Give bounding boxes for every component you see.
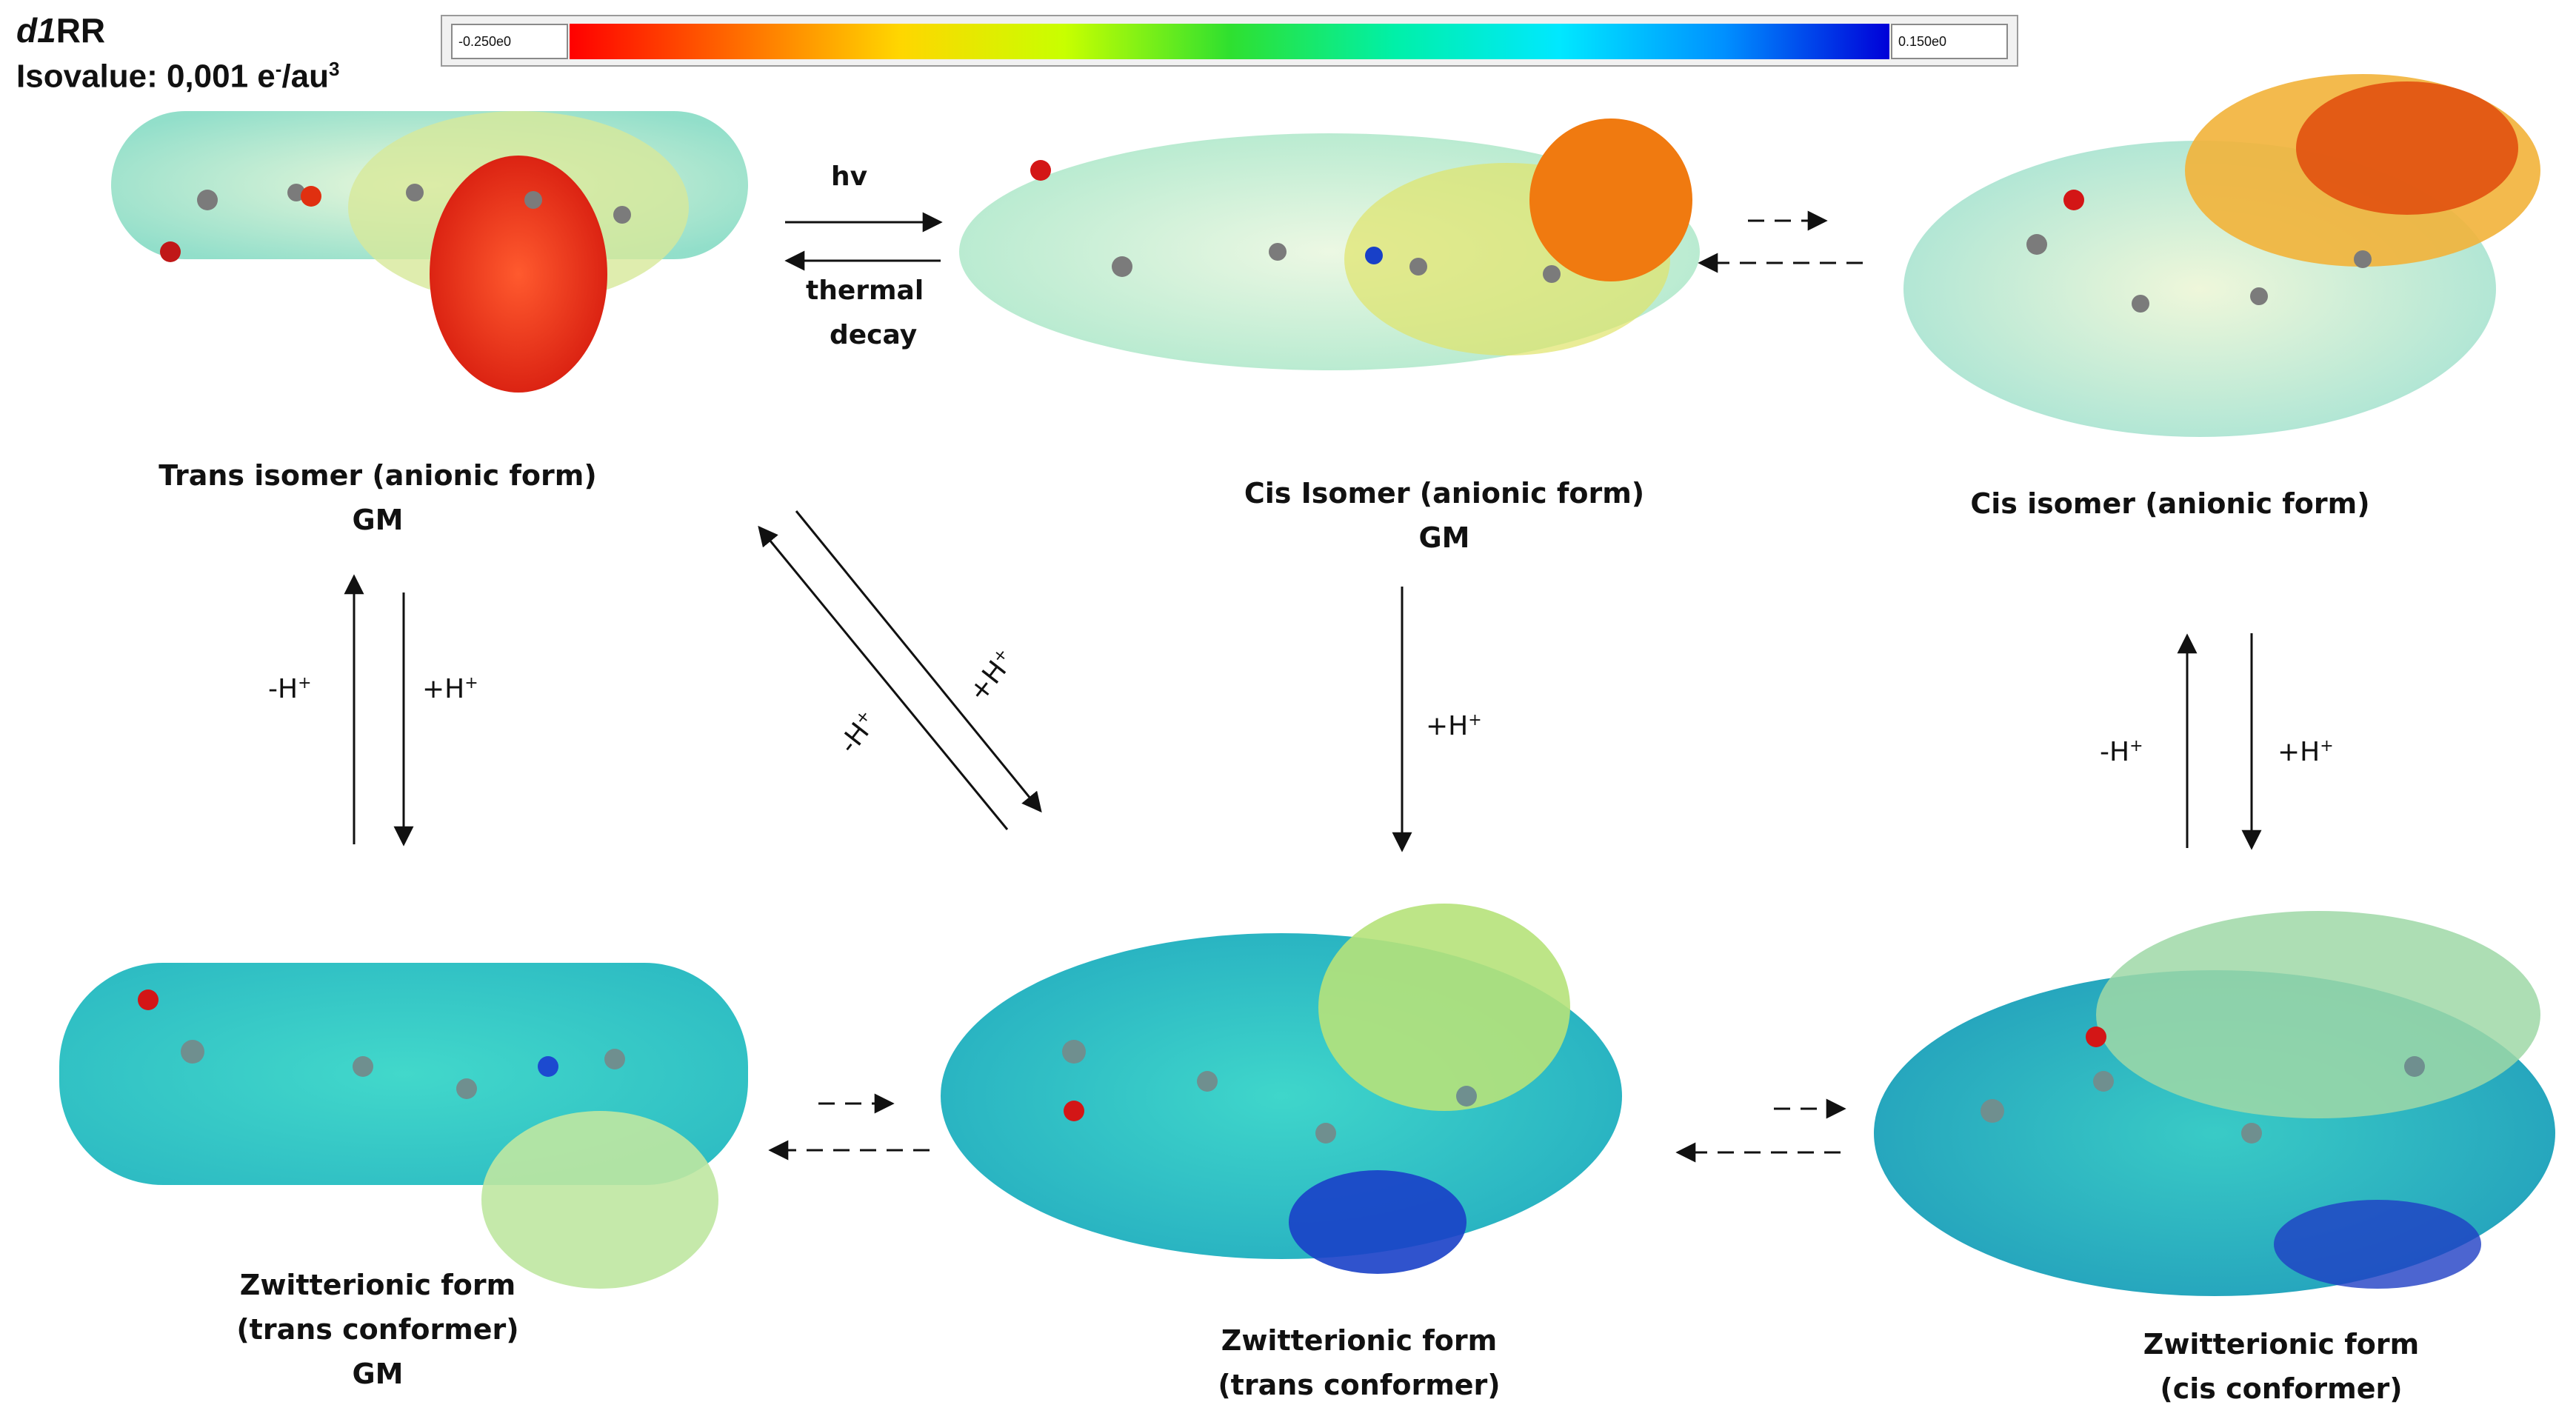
hv-label: hv — [831, 161, 868, 192]
caption-line: (trans conformer) — [1218, 1369, 1501, 1401]
charge-sup: + — [464, 674, 478, 692]
caption-line: Zwitterionic form — [239, 1269, 516, 1301]
plus-h-right-label: +H+ — [2278, 737, 2334, 767]
caption-line: GM — [352, 1358, 404, 1390]
caption-zw-trans-gm: Zwitterionic form (trans conformer) GM — [185, 1263, 570, 1396]
minus-h-right-label: -H+ — [2100, 737, 2143, 767]
caption-zw-trans: Zwitterionic form (trans conformer) — [1167, 1318, 1552, 1407]
caption-line: (cis conformer) — [2160, 1372, 2403, 1405]
caption-line: GM — [1418, 521, 1470, 554]
charge-sup: + — [2129, 737, 2143, 755]
isovalue-label: Isovalue: 0,001 e-/au3 — [16, 58, 339, 96]
plus-h-text: +H — [422, 674, 465, 704]
cis-anionic-surface-image — [1903, 67, 2540, 452]
plus-h-middle-label: +H+ — [1426, 711, 1482, 741]
cis-anionic-gm-surface-image — [944, 74, 1722, 400]
zw-trans-surface-image — [933, 874, 1674, 1289]
zw-cis-surface-image — [1866, 889, 2563, 1304]
color-scale-max: 0.150e0 — [1891, 24, 2008, 59]
charge-sup: + — [298, 674, 312, 692]
caption-line: Cis Isomer (anionic form) — [1244, 477, 1645, 510]
figure-title: d1RR — [16, 10, 105, 50]
isovalue-unit: /au — [281, 58, 330, 95]
plus-h-left-label: +H+ — [422, 674, 478, 704]
plus-h-text: +H — [2278, 737, 2320, 767]
isovalue-sup-minus: - — [275, 58, 282, 80]
caption-line: Trans isomer (anionic form) — [159, 459, 597, 492]
zw-trans-gm-surface-image — [52, 933, 755, 1304]
caption-trans-anionic: Trans isomer (anionic form) GM — [141, 453, 615, 542]
caption-line: Zwitterionic form — [2143, 1328, 2420, 1361]
caption-line: GM — [352, 504, 404, 536]
plus-h-text: +H — [1426, 711, 1469, 741]
charge-sup: + — [2320, 737, 2334, 755]
color-scale-min: -0.250e0 — [451, 24, 568, 59]
caption-line: (trans conformer) — [236, 1313, 519, 1346]
title-prefix: d1 — [16, 11, 56, 50]
color-scale-bar: -0.250e0 0.150e0 — [441, 15, 2018, 67]
caption-zw-cis: Zwitterionic form (cis conformer) — [2089, 1322, 2474, 1411]
isovalue-sup-3: 3 — [329, 58, 340, 80]
charge-sup: + — [1468, 711, 1482, 730]
title-suffix: RR — [56, 11, 106, 50]
minus-h-text: -H — [268, 674, 298, 704]
minus-h-diagonal-label: -H+ — [833, 707, 884, 759]
decay-label: decay — [830, 320, 918, 350]
thermal-label: thermal — [806, 276, 924, 306]
isovalue-text: Isovalue: 0,001 e — [16, 58, 276, 95]
minus-h-text: -H — [2100, 737, 2130, 767]
minus-h-left-label: -H+ — [268, 674, 312, 704]
caption-line: Cis isomer (anionic form) — [1970, 487, 2370, 520]
color-scale-gradient — [570, 24, 1889, 59]
trans-anionic-surface-image — [104, 89, 763, 459]
plus-h-diagonal-label: +H+ — [963, 644, 1021, 707]
caption-cis-anionic-gm: Cis Isomer (anionic form) GM — [1215, 471, 1674, 560]
caption-cis-anionic: Cis isomer (anionic form) — [1955, 481, 2385, 526]
caption-line: Zwitterionic form — [1221, 1324, 1498, 1357]
